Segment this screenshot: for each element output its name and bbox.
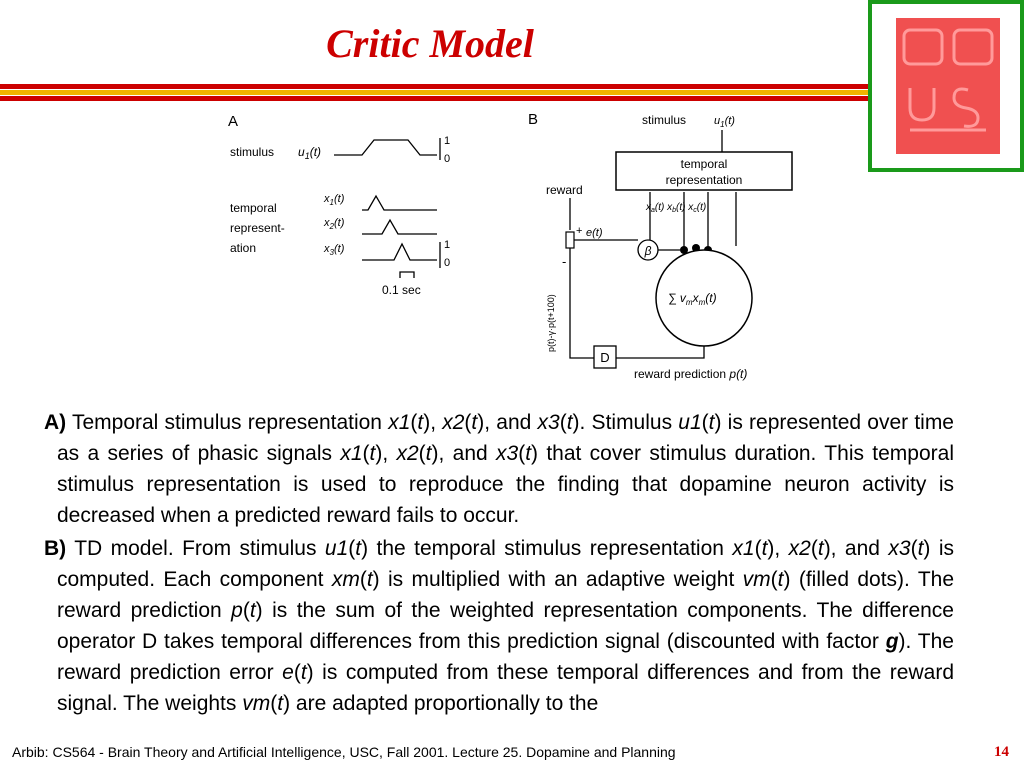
x2-trace [362, 218, 437, 235]
panel-b-label: B [528, 111, 538, 128]
weight-dot-1 [680, 246, 688, 254]
slide-title: Critic Model [326, 21, 534, 66]
usc-logo [896, 18, 1000, 154]
caption-paragraph-b: B) TD model. From stimulus u1(t) the tem… [44, 537, 955, 715]
temporal-box-line-1: temporal [681, 157, 728, 171]
x3-trace [362, 242, 437, 261]
minus-sign: - [562, 254, 566, 269]
title-underline-gold-1 [0, 90, 870, 95]
x1-label: x1(t) [323, 193, 345, 207]
temporal-representation-box [615, 151, 793, 191]
difference-operator-box [593, 345, 617, 369]
stimulus-trace [334, 139, 437, 156]
temporal-axis-one: 1 [444, 239, 450, 251]
difference-signal-label: p(t)-γ·p(t+100) [546, 294, 556, 352]
summation-formula: ∑ vmxm(t) [668, 291, 717, 307]
x-components-label: xa(t) xb(t) xc(t) [645, 202, 706, 214]
panel-b-stimulus-var: u1(t) [714, 115, 735, 129]
usc-logo-frame [868, 0, 1024, 172]
reward-label: reward [546, 183, 583, 197]
panel-a-stimulus-label: stimulus [230, 145, 274, 159]
component-lines [649, 192, 737, 250]
temporal-label-1: temporal [230, 201, 277, 215]
beta-label: β [644, 244, 652, 258]
feedback-loop [569, 248, 705, 359]
temporal-label-2: represent- [230, 221, 285, 235]
temporal-box-line-2: representation [666, 173, 743, 187]
slide-footer: Arbib: CS564 - Brain Theory and Artifici… [12, 744, 676, 760]
panel-b-stimulus-label: stimulus [642, 113, 686, 127]
title-underline-red-2 [0, 96, 870, 101]
panel-a-stimulus-var: u1(t) [298, 145, 321, 161]
td-model-figure: A stimulus u1(t) 1 0 temporal represent-… [222, 102, 804, 390]
error-label: e(t) [586, 227, 603, 239]
time-scale-bar [399, 271, 415, 278]
time-scale-label: 0.1 sec [382, 283, 421, 297]
x3-label: x3(t) [323, 243, 345, 257]
panel-a-label: A [228, 113, 238, 130]
x2-label: x2(t) [323, 217, 345, 231]
summing-junction [565, 231, 575, 249]
difference-operator-label: D [600, 350, 609, 365]
title-underline-red-1 [0, 84, 870, 89]
stimulus-axis-one: 1 [444, 135, 450, 147]
stimulus-axis-zero: 0 [444, 153, 450, 165]
reward-prediction-label: reward prediction p(t) [634, 367, 747, 381]
caption-paragraph-a: A) Temporal stimulus representation x1(t… [44, 411, 954, 527]
caption-text: A) Temporal stimulus representation x1(t… [44, 407, 954, 721]
temporal-label-3: ation [230, 241, 256, 255]
temporal-axis-zero: 0 [444, 257, 450, 269]
page-number: 14 [994, 744, 1009, 760]
plus-sign: + [576, 225, 582, 237]
x1-trace [362, 194, 437, 211]
